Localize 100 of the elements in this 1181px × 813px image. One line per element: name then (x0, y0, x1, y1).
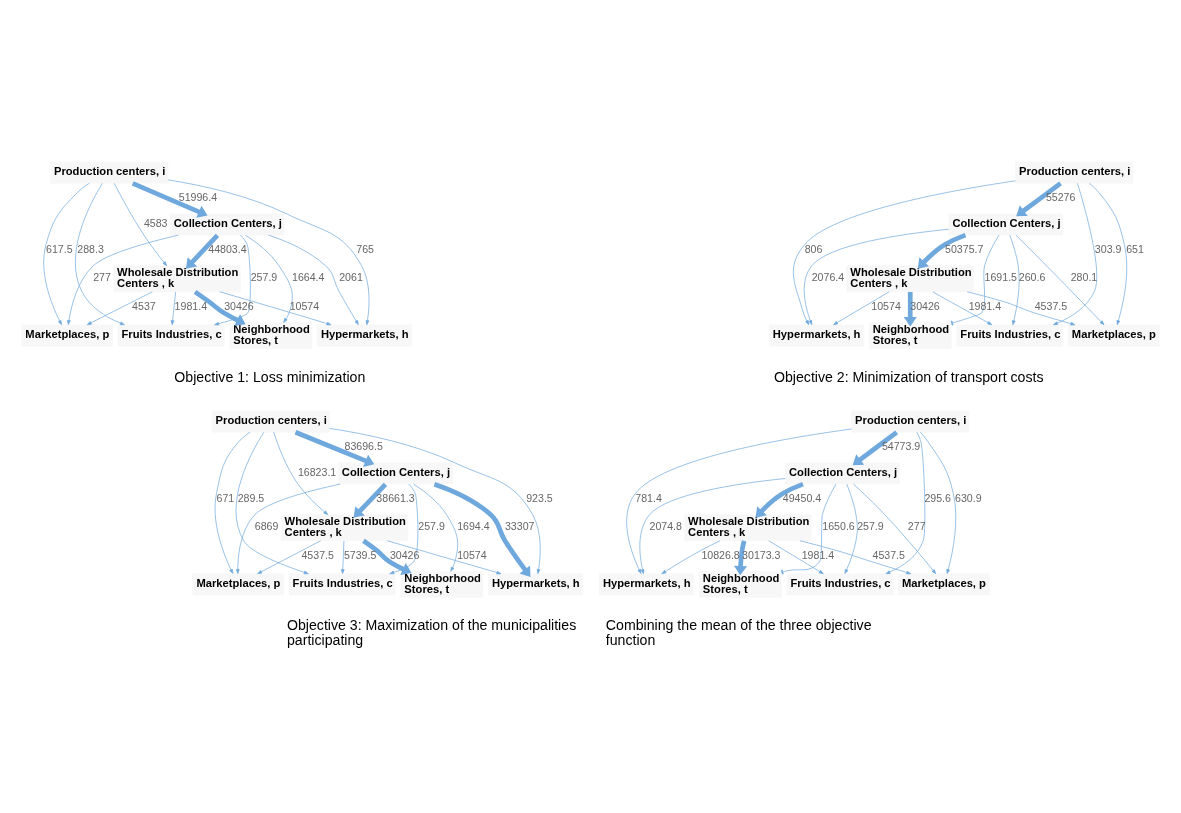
edge-label: 765 (356, 243, 374, 256)
edge-label: 1981.4 (801, 548, 835, 561)
edge-label: 1981.4 (968, 299, 1002, 312)
edge-label: 295.6 (924, 492, 951, 505)
arrow (920, 431, 957, 574)
arrow (235, 483, 341, 574)
edge-label: 260.6 (1018, 271, 1046, 284)
arrow (885, 431, 926, 575)
edge-label: 50375.7 (945, 243, 984, 256)
edge-label: 1691.5 (984, 271, 1018, 284)
node-box: Marketplaces, p (1068, 324, 1160, 347)
node-box: Collection Centers, j (338, 462, 453, 485)
edge-label: 1650.6 (822, 520, 855, 533)
arrow (1015, 234, 1105, 326)
arrow (661, 540, 721, 575)
edge-label: 1981.4 (174, 299, 208, 312)
node-box: Marketplaces, p (21, 324, 113, 347)
arrow (353, 482, 388, 518)
edge-label: 4537 (132, 299, 156, 312)
arrow (170, 291, 176, 326)
edge-label: 277 (93, 271, 111, 284)
arrow (219, 291, 332, 326)
label: Combining the mean of the three objective function (605, 616, 872, 649)
node-box: Collection Centers, j (948, 213, 1064, 236)
edge-label: 257.9 (857, 520, 884, 533)
arrow (131, 181, 208, 218)
arrow (755, 481, 804, 518)
node-box: Hypermarkets, h (488, 573, 584, 596)
arrow (1053, 182, 1098, 326)
edge-label: 10574 (457, 548, 487, 561)
edge-label: 5739.5 (343, 548, 377, 561)
edge-label: 280.1 (1070, 271, 1098, 284)
edge-label: 923.5 (526, 492, 553, 505)
arrow (833, 291, 890, 326)
edge-label: 51996.4 (178, 191, 218, 204)
edge-label: 277 (907, 520, 926, 533)
arrow (903, 291, 917, 327)
label: Objective 1: Loss minimization (174, 369, 366, 386)
node-box: Production centers, i (851, 410, 970, 433)
node-box: Wholesale Distribution Centers , k (280, 514, 409, 541)
arrow (75, 182, 125, 326)
edge-label: 4583 (143, 217, 168, 230)
arrow (294, 430, 375, 467)
arrow (803, 228, 950, 325)
edge-label: 30426 (389, 548, 420, 561)
node-box: Wholesale Distribution Centers , k (113, 265, 241, 293)
edge-label: 6869 (254, 520, 279, 533)
edge-label: 1694.4 (457, 520, 490, 533)
node-box: Fruits Industries, c (117, 324, 225, 347)
arrow (792, 180, 1016, 326)
arrow (340, 540, 345, 574)
arrow (86, 291, 153, 326)
arrow (852, 430, 899, 466)
arrow (844, 483, 858, 574)
edge-label: 303.9 (1094, 243, 1122, 256)
edge-label: 49450.4 (782, 492, 822, 505)
node-box: Production centers, i (1015, 161, 1134, 184)
arrow (917, 232, 967, 269)
edge-label: 289.5 (237, 492, 265, 505)
arrow (329, 428, 541, 574)
node-box: Wholesale Distribution Centers , k (684, 514, 812, 541)
node-box: Neighborhood Stores, t (400, 571, 484, 598)
arrow (214, 431, 251, 574)
arrow (433, 481, 531, 578)
edge-label: 257.9 (250, 271, 278, 284)
arrow (1009, 234, 1020, 326)
edge-label: 10574 (289, 299, 320, 312)
edge-label: 55276 (1045, 191, 1076, 204)
connector (781, 483, 837, 575)
node-box: Fruits Industries, c (786, 573, 894, 596)
arrow (113, 182, 167, 267)
edge-label: 4537.5 (872, 548, 905, 561)
label: Objective 2: Minimization of transport costs (773, 369, 1044, 386)
edge-label: 781.4 (635, 492, 662, 505)
arrow (966, 291, 1076, 326)
node-box: Marketplaces, p (898, 573, 990, 596)
edge-label: 10826.8 (701, 548, 740, 561)
arrow (387, 540, 502, 575)
edge-label: 83696.5 (344, 440, 383, 453)
arrow (799, 540, 912, 575)
edge-label: 4537.5 (301, 548, 334, 561)
edge-label: 30426 (224, 299, 254, 312)
arrow (193, 289, 246, 327)
edge-label: 806 (804, 243, 823, 256)
node-box: Collection Centers, j (785, 462, 900, 485)
edge-label: 44803.4 (208, 243, 247, 256)
edge-label: 33307 (504, 520, 535, 533)
edge-label: 671 (216, 492, 235, 505)
edge-label: 651 (1126, 243, 1144, 256)
edge-label: 630.9 (955, 492, 982, 505)
edge-label: 4537.5 (1034, 299, 1068, 312)
node-box: Hypermarkets, h (599, 573, 695, 596)
edge-label: 54773.9 (881, 440, 921, 453)
arrow (853, 483, 937, 575)
arrow (639, 478, 786, 575)
edge-label: 16823.1 (297, 466, 337, 479)
arrow (214, 234, 251, 326)
arrow (626, 428, 852, 574)
arrow (1089, 182, 1128, 326)
edge-label: 10574 (871, 299, 901, 312)
